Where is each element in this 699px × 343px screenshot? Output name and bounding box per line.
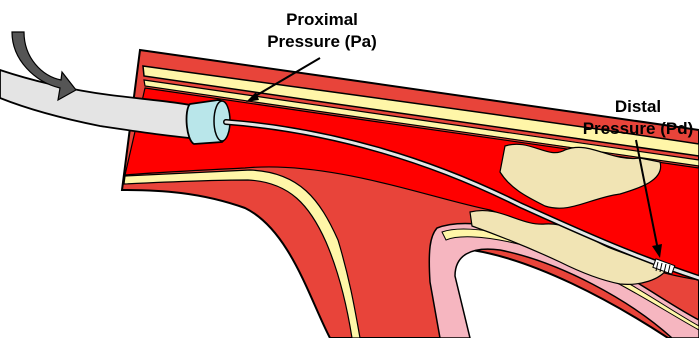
proximal-label-line2: Pressure (Pa) [262,31,382,53]
distal-label-line2: Pressure (Pd) [582,118,694,140]
proximal-label-line1: Proximal [262,9,382,31]
distal-label-line1: Distal [582,96,694,118]
proximal-pressure-label: Proximal Pressure (Pa) [262,9,382,53]
distal-pressure-label: Distal Pressure (Pd) [582,96,694,140]
